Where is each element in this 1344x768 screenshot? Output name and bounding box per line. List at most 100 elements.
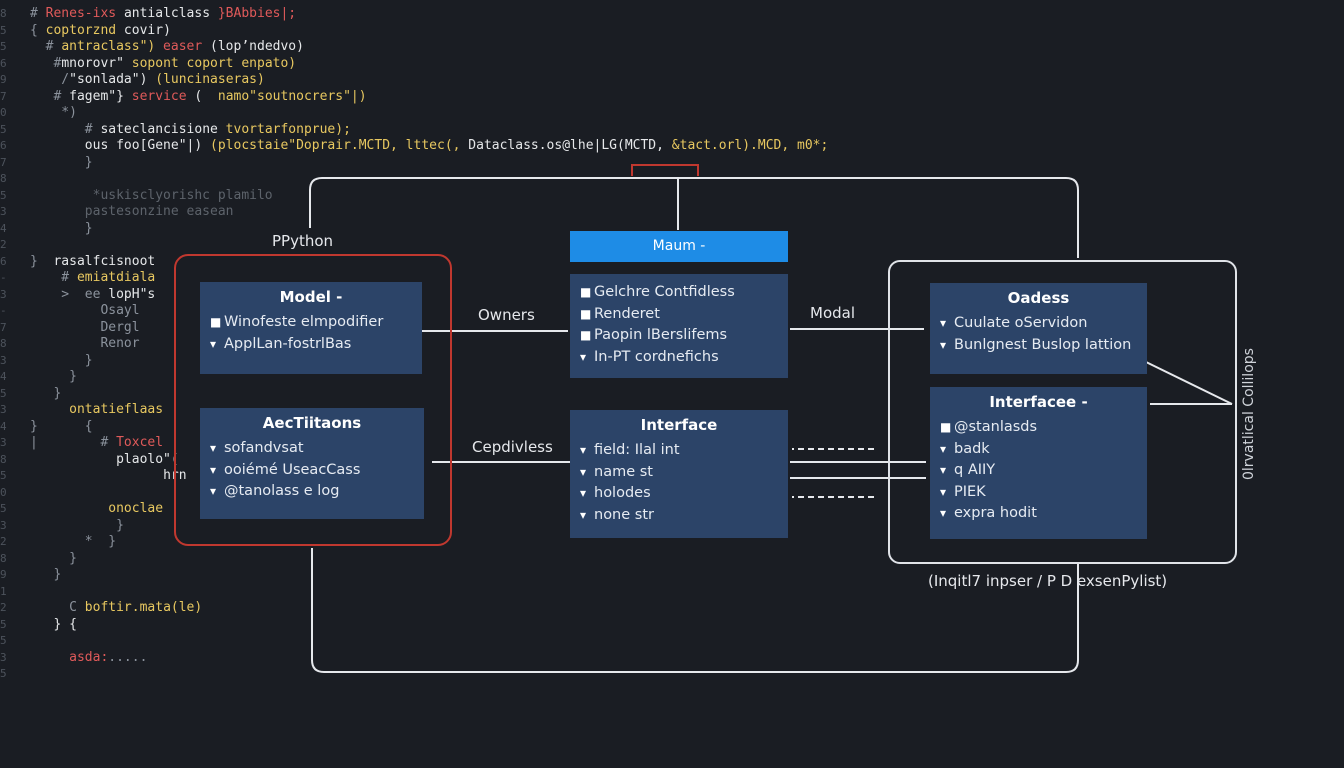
code-token: }BAbbies|; (210, 6, 297, 21)
line-number: 3 (0, 436, 7, 449)
list-item: ▾In-PT cordnefichs (580, 347, 788, 369)
oadess-box: Oadess ▾Cuulate oServidon▾Bunlgnest Busl… (930, 283, 1147, 374)
interface-center-title: Interface (640, 416, 718, 434)
line-number: 7 (0, 155, 7, 169)
code-token: # (30, 55, 62, 71)
code-token: fagem"} (69, 88, 124, 104)
list-item: ▾ApplLan-fostrlBas (210, 334, 422, 356)
list-item-text: none str (594, 506, 654, 523)
code-line: } (30, 551, 77, 568)
triangle-bullet-icon: ▾ (940, 463, 947, 477)
triangle-bullet-icon: ▾ (580, 349, 587, 364)
line-number: 7 (0, 320, 7, 334)
list-item-text: Cuulate oServidon (954, 315, 1088, 331)
code-line: } (30, 567, 61, 584)
code-token (30, 303, 100, 318)
square-bullet-icon: ■ (210, 315, 222, 329)
code-line: } (30, 155, 93, 172)
list-item: ▾ q AIIY (940, 460, 1147, 482)
triangle-bullet-icon: ▾ (580, 507, 587, 522)
code-token: plaolo"( (116, 451, 179, 467)
highlight-marker (631, 164, 699, 176)
code-token: Dergl (100, 319, 140, 335)
code-token: ( (186, 88, 218, 104)
actions-title: AecTiitaons (262, 414, 362, 432)
code-line: * } (30, 534, 116, 551)
python-group (174, 254, 452, 546)
cepdivless-label: Cepdivless (472, 438, 553, 456)
line-number: 1 (0, 584, 7, 598)
code-token: } { (30, 616, 77, 632)
main-bar: Maum - (570, 231, 788, 262)
list-item-text: ooiémé UseacCass (224, 461, 361, 478)
code-line: } { (30, 617, 77, 634)
list-item-text: ApplLan-fostrlBas (224, 335, 352, 352)
list-item: ■Paopin lBerslifems (580, 325, 788, 347)
line-number: 8 (0, 551, 7, 565)
list-item: ■Gelchre Contfidless (580, 282, 788, 304)
code-token: lopH"s (100, 286, 156, 302)
code-token: ous foo[Gene"|) (30, 138, 203, 153)
code-line: hrn (30, 468, 186, 485)
code-token: # (30, 6, 46, 21)
triangle-bullet-icon: ▾ (210, 441, 217, 455)
line-number: 5 (0, 386, 7, 400)
list-item: ▾ none str (580, 505, 788, 527)
list-item: ▾Bunlgnest Buslop lattion (940, 335, 1147, 357)
line-number: 8 (0, 7, 7, 20)
model-list: ■Winofeste elmpodifier▾ApplLan-fostrlBas (200, 312, 422, 355)
code-token (30, 320, 100, 335)
triangle-bullet-icon: ▾ (210, 484, 217, 498)
code-line: # fagem"} service ( namo"soutnocrers"|) (30, 88, 366, 106)
code-token: C (30, 600, 85, 615)
line-number: - (0, 304, 7, 317)
triangle-bullet-icon: ▾ (940, 316, 947, 330)
list-item-text: PIEK (954, 483, 986, 500)
python-group-label: PPython (272, 232, 334, 250)
code-token: tvortarfonprue); (217, 121, 351, 137)
right-group (888, 260, 1237, 564)
code-line: | # Toxcel (30, 435, 163, 452)
list-item: ▾PIEK (940, 482, 1147, 504)
square-bullet-icon: ■ (580, 285, 592, 299)
triangle-bullet-icon: ▾ (940, 441, 947, 456)
code-line: /"sonlada") (luncinaseras) (30, 72, 265, 89)
list-item-text: name st (594, 463, 653, 480)
code-token: antialclass (123, 6, 211, 21)
line-number: 2 (0, 601, 7, 614)
interface-right-title: Interfacee - (989, 393, 1088, 411)
triangle-bullet-icon: ▾ (580, 464, 587, 479)
code-token: | # (30, 435, 117, 450)
main-box: ■Gelchre Contfidless■Renderet■Paopin lBe… (570, 274, 788, 378)
code-token: emiatdiala (76, 270, 156, 285)
code-token: coptorznd (45, 22, 117, 38)
code-token: ..... (108, 649, 148, 665)
code-line: #mnorovr" sopont coport enpato) (30, 56, 296, 73)
line-number: 4 (0, 221, 7, 235)
code-line: ous foo[Gene"|) (plocstaie"Doprair.MCTD,… (30, 138, 829, 155)
code-token: covir) (116, 22, 171, 38)
list-item-text: Paopin lBerslifems (594, 327, 728, 343)
right-group-caption: (Inqitl7 inpser / P D exsenPylist) (928, 572, 1168, 590)
code-line: *uskisclyorishc plamilo (30, 188, 273, 205)
code-token: } (30, 154, 93, 170)
code-token: Renes-ixs (45, 6, 117, 21)
code-token: Osayl (100, 303, 140, 318)
line-number: 5 (0, 23, 7, 37)
code-token (30, 336, 100, 351)
list-item-text: q AIIY (954, 462, 996, 478)
code-token: > ee (30, 286, 101, 302)
code-token: &tact.orl).MCD, m0*; (663, 138, 829, 153)
main-list: ■Gelchre Contfidless■Renderet■Paopin lBe… (570, 282, 788, 368)
square-bullet-icon: ■ (580, 328, 592, 342)
code-token: service (123, 88, 187, 104)
code-token: # (30, 121, 101, 137)
line-number: 4 (0, 419, 7, 433)
line-number: 5 (0, 469, 7, 482)
list-item-text: holodes (594, 485, 651, 501)
code-token: } (30, 385, 62, 401)
code-token: Renor (100, 336, 140, 351)
list-item-text: expra hodit (954, 505, 1037, 521)
modal-label: Modal (810, 304, 855, 322)
line-number: 8 (0, 337, 7, 350)
